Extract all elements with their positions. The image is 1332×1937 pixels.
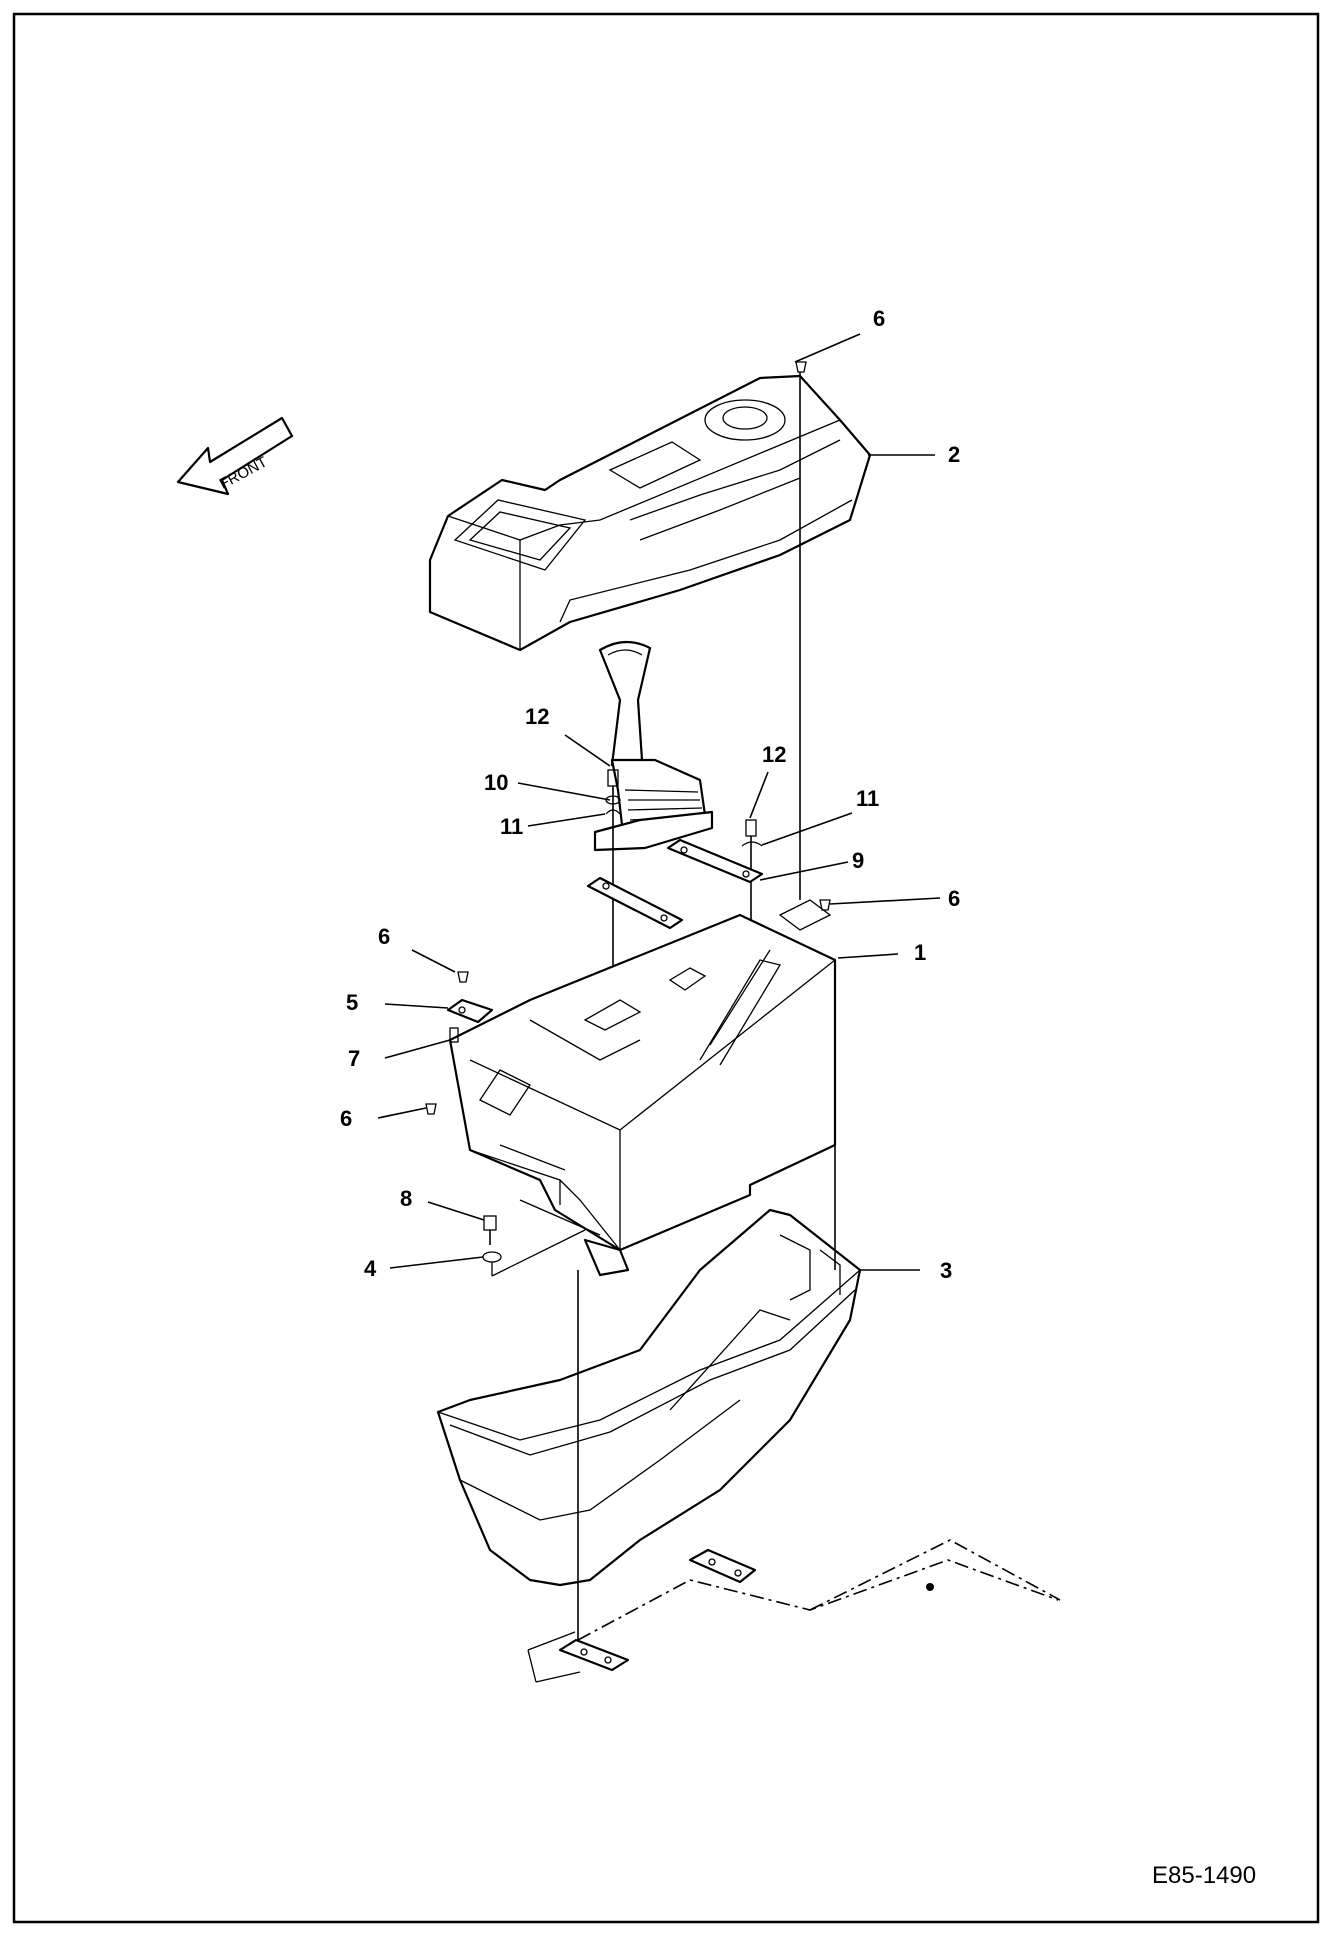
part-6-screw-top <box>795 361 807 408</box>
part-6-screw-left-upper <box>457 971 469 983</box>
page-border <box>12 12 1320 1924</box>
part-2-upper-console-cover <box>428 374 872 652</box>
callout-2: 2 <box>948 442 960 467</box>
drawing-code: E85-1490 <box>1152 1862 1256 1889</box>
control-lever <box>593 640 714 852</box>
callout-6-left-upper: 6 <box>378 924 390 949</box>
callout-8: 8 <box>400 1186 412 1211</box>
part-3-lower-cover <box>436 1208 862 1587</box>
callout-5: 5 <box>346 990 358 1015</box>
callout-4: 4 <box>364 1256 377 1281</box>
part-1-bracket-frame <box>448 899 837 1277</box>
callout-12-left: 12 <box>525 704 549 729</box>
part-9-mounting-plates <box>586 838 764 930</box>
floor-mounting-pads <box>527 1548 757 1683</box>
callout-6-right: 6 <box>948 886 960 911</box>
part-8-bolt <box>483 1215 497 1245</box>
part-6-screws-right <box>819 899 831 911</box>
callout-6-top: 6 <box>873 306 885 331</box>
callout-leaders <box>377 333 941 1271</box>
part-4-washer <box>482 1229 586 1277</box>
callout-12-right: 12 <box>762 742 786 767</box>
callout-10: 10 <box>484 770 508 795</box>
part-6-screw-left-lower <box>425 1103 437 1115</box>
part-7-pin <box>449 1027 459 1043</box>
callout-11-right: 11 <box>856 786 879 811</box>
front-direction-arrow: FRONT <box>176 416 294 496</box>
callout-3: 3 <box>940 1258 952 1283</box>
callout-11-left: 11 <box>500 814 523 839</box>
cab-floor-outline <box>577 1539 1061 1641</box>
callout-7: 7 <box>348 1046 360 1071</box>
callout-1: 1 <box>914 940 926 965</box>
callout-6-left-lower: 6 <box>340 1106 352 1131</box>
callout-labels: 6 2 12 12 10 11 11 9 6 6 5 1 7 6 8 4 3 <box>340 306 960 1283</box>
callout-9: 9 <box>852 848 864 873</box>
part-5-small-bracket <box>446 998 494 1024</box>
